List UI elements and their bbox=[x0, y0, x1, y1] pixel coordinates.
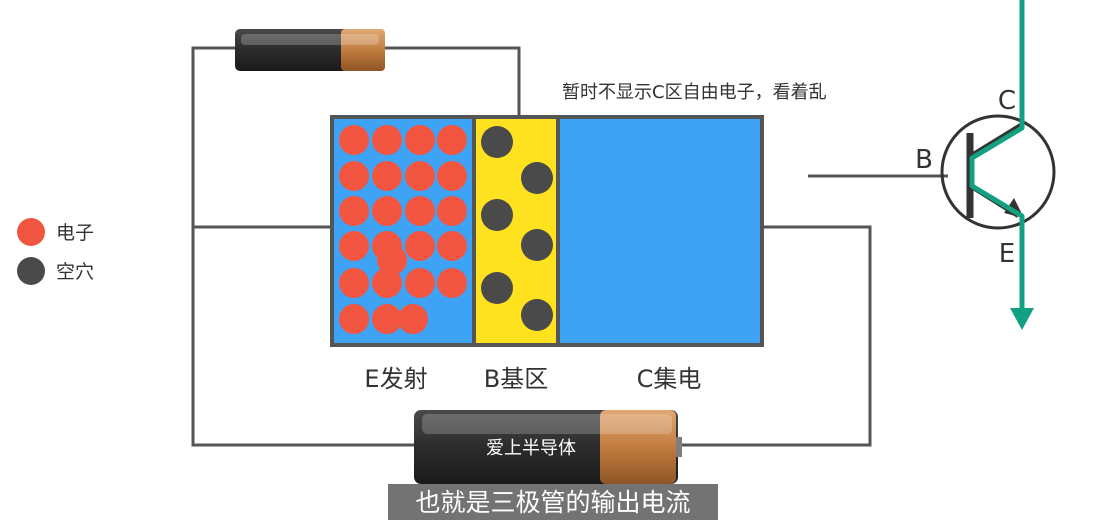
legend: 电子 空穴 bbox=[17, 218, 94, 285]
hole-dot bbox=[481, 199, 513, 231]
legend-electron-label: 电子 bbox=[56, 222, 94, 244]
top-wire bbox=[191, 46, 418, 447]
hole-dot bbox=[481, 272, 513, 304]
transistor-e-label: E bbox=[999, 239, 1015, 269]
electron-dot bbox=[339, 125, 369, 155]
current-path bbox=[969, 0, 1025, 312]
transistor-circle bbox=[940, 114, 1056, 230]
legend-electron-swatch bbox=[17, 218, 45, 246]
transistor-c-label: C bbox=[998, 86, 1016, 116]
electron-dot bbox=[405, 268, 435, 298]
battery-main-label: 爱上半导体 bbox=[486, 438, 576, 459]
electron-dot bbox=[437, 231, 467, 261]
holes-group bbox=[481, 126, 553, 331]
current-flow bbox=[969, 0, 1034, 330]
emitter-label: E发射 bbox=[364, 365, 427, 393]
electron-dot bbox=[437, 268, 467, 298]
electron-dot bbox=[405, 231, 435, 261]
electron-dot bbox=[339, 304, 369, 334]
electron-dot bbox=[437, 125, 467, 155]
electron-dot bbox=[339, 196, 369, 226]
electron-dot bbox=[405, 161, 435, 191]
electron-dot bbox=[372, 304, 402, 334]
subtitle-text: 也就是三极管的输出电流 bbox=[415, 488, 690, 517]
electron-dot bbox=[437, 196, 467, 226]
electron-dot bbox=[372, 125, 402, 155]
current-arrow-icon bbox=[1010, 308, 1034, 330]
hole-dot bbox=[521, 162, 553, 194]
transistor-b-label: B bbox=[915, 145, 933, 175]
electron-dot bbox=[405, 125, 435, 155]
electron-dot bbox=[372, 196, 402, 226]
hole-dot bbox=[481, 126, 513, 158]
electron-dot bbox=[377, 245, 407, 275]
battery-main bbox=[414, 410, 682, 484]
collector-region bbox=[558, 117, 762, 345]
collector-label: C集电 bbox=[637, 365, 702, 393]
electron-dot bbox=[372, 268, 402, 298]
electron-dot bbox=[437, 161, 467, 191]
electron-dot bbox=[339, 231, 369, 261]
legend-hole-swatch bbox=[17, 257, 45, 285]
electron-dot bbox=[372, 161, 402, 191]
circuit-wires bbox=[191, 46, 948, 447]
hole-dot bbox=[521, 299, 553, 331]
electron-dot bbox=[339, 161, 369, 191]
hole-dot bbox=[521, 229, 553, 261]
note-text: 暂时不显示C区自由电子，看着乱 bbox=[562, 82, 827, 103]
collector-wire bbox=[676, 225, 872, 447]
electron-dot bbox=[339, 268, 369, 298]
top-wire-right bbox=[382, 46, 521, 116]
battery-small bbox=[235, 29, 385, 71]
electron-dot bbox=[405, 196, 435, 226]
base-label: B基区 bbox=[484, 365, 548, 393]
electron-dot bbox=[398, 304, 428, 334]
legend-hole-label: 空穴 bbox=[56, 261, 94, 283]
electrons-group bbox=[339, 125, 467, 334]
subtitle-caption: 也就是三极管的输出电流 bbox=[388, 484, 718, 520]
semiconductor-block bbox=[330, 115, 764, 347]
